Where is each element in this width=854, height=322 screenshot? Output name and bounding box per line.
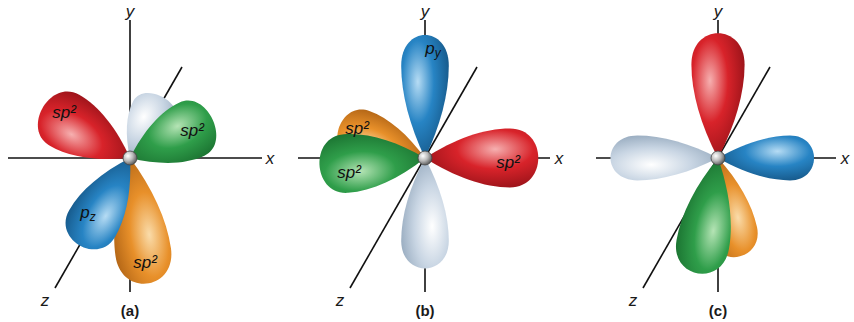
sp2-orbital-lobe bbox=[318, 129, 427, 195]
p-orbital-lobe bbox=[401, 158, 449, 268]
nucleus bbox=[711, 151, 725, 165]
orbital-label: sp² bbox=[496, 154, 520, 171]
panel-b-lobes bbox=[318, 35, 539, 268]
orbital-lobe bbox=[610, 136, 718, 181]
sp2-orbital-lobe bbox=[425, 129, 538, 188]
p-orbital-lobe bbox=[57, 145, 153, 259]
axis-label: y bbox=[714, 3, 723, 20]
panel-c bbox=[596, 20, 836, 292]
axis-label: x bbox=[266, 150, 275, 167]
orbital-label: sp² bbox=[133, 254, 157, 271]
orbital-label: sp² bbox=[337, 164, 361, 181]
orbital-lobe bbox=[671, 153, 744, 278]
panel-label: (c) bbox=[709, 303, 727, 318]
orbital-lobe bbox=[718, 136, 814, 181]
axis-label: z bbox=[336, 292, 345, 309]
orbital-label: sp² bbox=[345, 120, 369, 137]
axis-label: y bbox=[421, 3, 430, 20]
orbital-label: sp² bbox=[52, 104, 76, 121]
orbital-label: py bbox=[425, 40, 440, 60]
panel-c-lobes bbox=[610, 33, 814, 278]
panel-b bbox=[298, 20, 550, 292]
orbital-lobe bbox=[691, 33, 744, 158]
orbital-label: pz bbox=[80, 204, 95, 224]
axis-label: x bbox=[555, 150, 564, 167]
axis-label: z bbox=[41, 292, 50, 309]
orbital-label: sp² bbox=[180, 122, 204, 139]
p-orbital-lobe bbox=[401, 35, 449, 158]
nucleus bbox=[418, 151, 432, 165]
panel-a bbox=[8, 20, 262, 292]
panel-label: (b) bbox=[415, 303, 434, 318]
nucleus bbox=[123, 151, 137, 165]
axis-label: y bbox=[126, 3, 135, 20]
axis-label: z bbox=[629, 292, 638, 309]
axis-label: x bbox=[841, 150, 850, 167]
panel-a-lobes bbox=[28, 82, 225, 287]
panel-label: (a) bbox=[121, 303, 139, 318]
